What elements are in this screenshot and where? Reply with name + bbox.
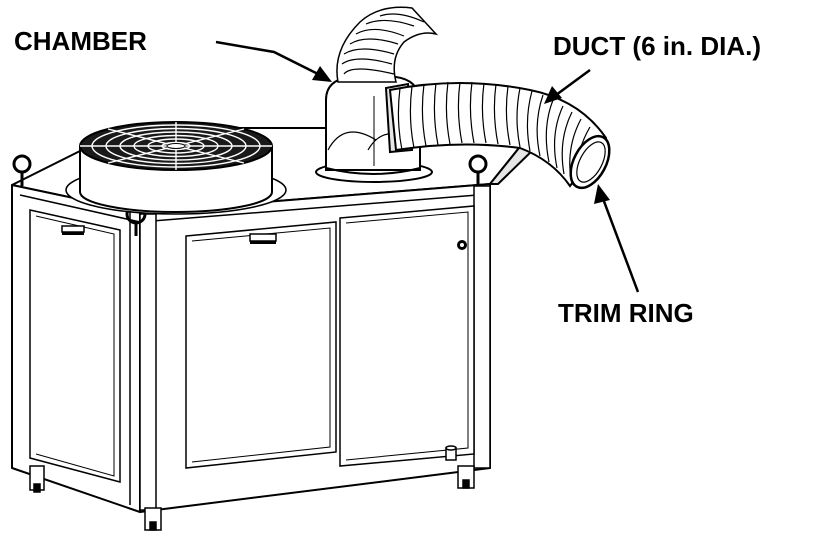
side-panel [29, 209, 121, 483]
front-post-left [139, 213, 157, 511]
front-panel-handle [249, 233, 277, 244]
callout-chamber: CHAMBER [14, 26, 332, 82]
condenser-fan [65, 121, 287, 215]
front-post-right [473, 185, 491, 469]
arrowhead-duct [544, 86, 562, 104]
label-trim-ring: TRIM RING [558, 298, 694, 328]
leader-duct [555, 68, 591, 97]
arrowhead-trim-ring [594, 184, 610, 204]
leader-chamber [215, 40, 323, 78]
lifting-eyes [12, 154, 488, 236]
fan-hub [166, 143, 186, 149]
caster-foot [29, 465, 45, 493]
trim-ring [569, 134, 611, 190]
arrowhead-chamber [312, 66, 332, 82]
side-panel-inner [35, 215, 115, 477]
label-chamber: CHAMBER [14, 26, 147, 56]
lifting-eye [12, 154, 32, 186]
trim-ring-inner [576, 141, 606, 183]
drain-fitting [445, 445, 457, 461]
side-panel-handle [61, 225, 85, 235]
chamber-upper-hose [336, 6, 439, 83]
front-right-panel [339, 205, 475, 467]
lifting-eye [468, 154, 488, 186]
panel-lock [457, 240, 467, 250]
caster-foot [144, 507, 162, 531]
callout-duct: DUCT (6 in. DIA.) [544, 31, 761, 104]
caster-foot [457, 465, 475, 489]
front-right-panel-inner [345, 211, 469, 461]
front-left-panel [185, 221, 337, 469]
flexible-duct [388, 81, 611, 190]
label-duct: DUCT (6 in. DIA.) [553, 31, 761, 61]
leader-trim-ring [600, 195, 640, 293]
callout-trim-ring: TRIM RING [558, 184, 694, 328]
caster-feet [29, 465, 475, 531]
